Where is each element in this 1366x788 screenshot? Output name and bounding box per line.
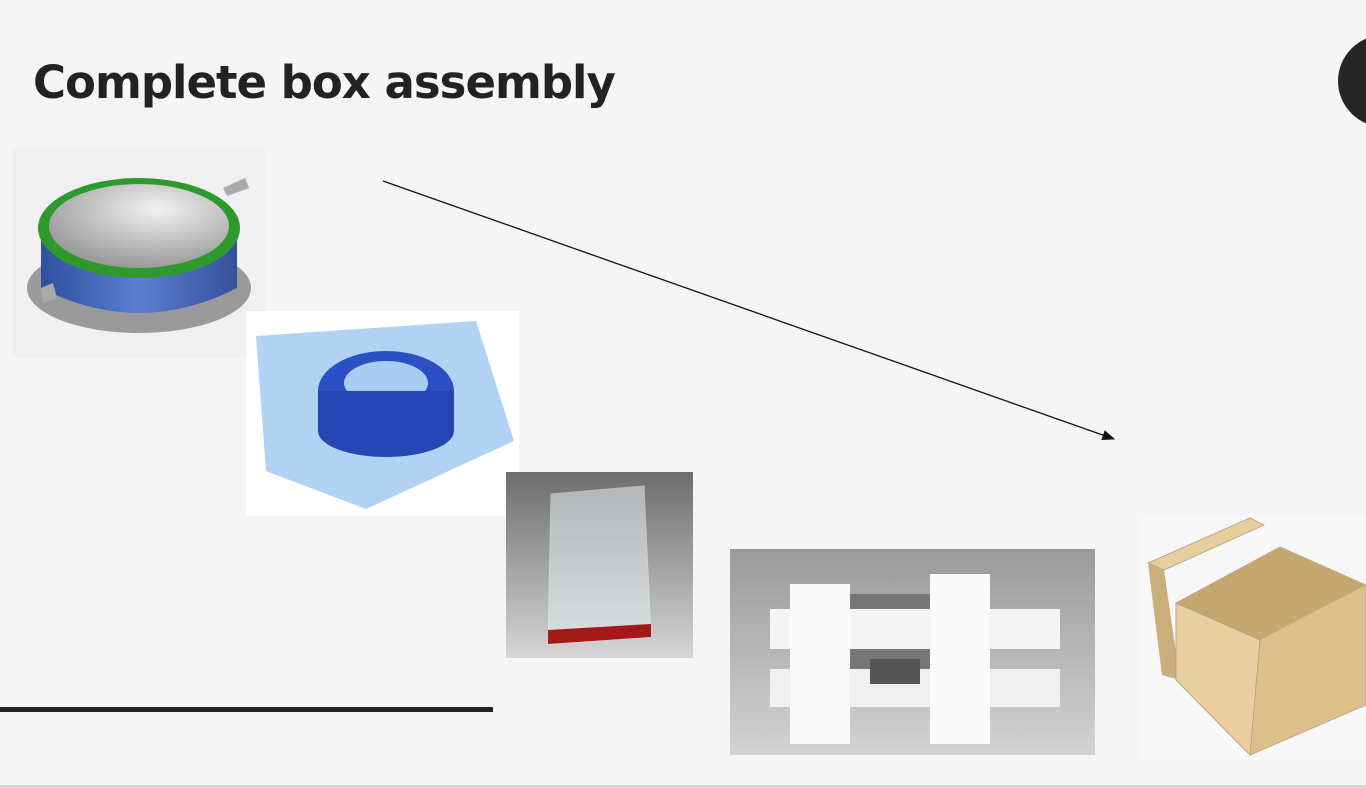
slide-title: Complete box assembly: [33, 56, 616, 109]
foam-packaging-image: [730, 549, 1095, 755]
slide-bottom-border: [0, 785, 1366, 788]
dome-assembly-image: [13, 148, 265, 357]
cardboard-box-image: [1140, 515, 1366, 760]
blue-bag-image: [246, 311, 519, 516]
clear-bag-image: [506, 472, 693, 658]
slide-divider-line: [0, 707, 493, 712]
